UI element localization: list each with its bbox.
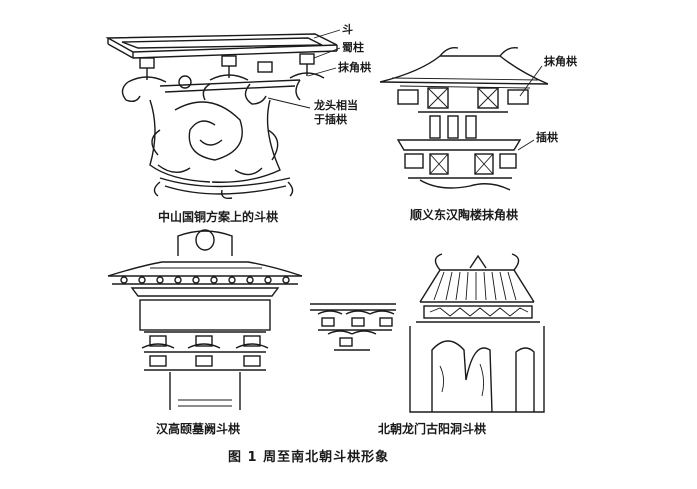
- caption-longmen-cave: 北朝龙门古阳洞斗栱: [378, 422, 487, 436]
- gao-yi-que-drawing: [107, 229, 303, 410]
- figure-caption: 图 1 周至南北朝斗栱形象: [228, 450, 390, 465]
- label-dou: 斗: [342, 23, 353, 36]
- small-bracket-drawing: [310, 303, 396, 351]
- label-longtou-2: 于插栱: [314, 113, 347, 126]
- caption-gao-yi-que: 汉高颐墓阙斗栱: [156, 422, 241, 436]
- label-shuzhu: 蜀柱: [342, 41, 364, 54]
- bronze-table-drawing: [105, 29, 341, 200]
- caption-pottery-tower: 顺义东汉陶楼抹角栱: [410, 208, 519, 222]
- label-mojiaogong: 抹角栱: [338, 61, 371, 74]
- label-longtou-1: 龙头相当: [314, 99, 358, 112]
- longmen-cave-drawing: [409, 253, 545, 413]
- rafter-ends: [120, 276, 290, 284]
- label-chagong: 插栱: [536, 131, 558, 144]
- pottery-tower-drawing: [379, 46, 549, 191]
- caption-bronze-table: 中山国铜方案上的斗栱: [158, 210, 279, 224]
- label-mojiaogong-tower: 抹角栱: [544, 55, 577, 68]
